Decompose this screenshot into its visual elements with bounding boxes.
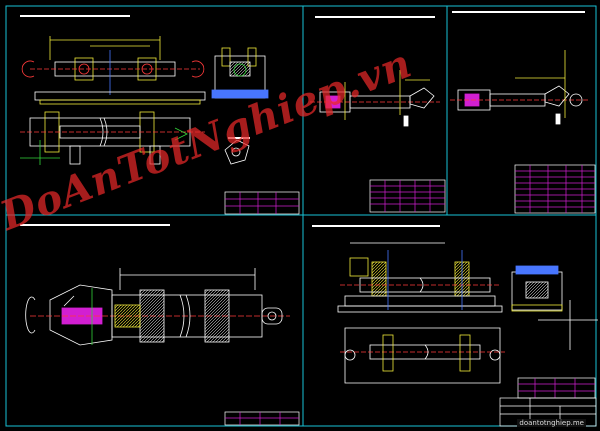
- title-block-top-left: [224, 191, 300, 215]
- panel-top-middle: [310, 16, 440, 127]
- table-bottom-right: [517, 377, 596, 399]
- panel-top-left: [20, 15, 269, 165]
- panel-bottom-right: [312, 225, 598, 384]
- panel-borders: [5, 5, 597, 427]
- table-top-middle: [369, 179, 446, 213]
- panel-bottom-left: [20, 224, 290, 346]
- table-top-right: [514, 164, 596, 214]
- site-label: doantotnghiep.me: [517, 419, 586, 427]
- title-block-bottom-left: [224, 411, 300, 426]
- panel-top-right: [450, 11, 590, 125]
